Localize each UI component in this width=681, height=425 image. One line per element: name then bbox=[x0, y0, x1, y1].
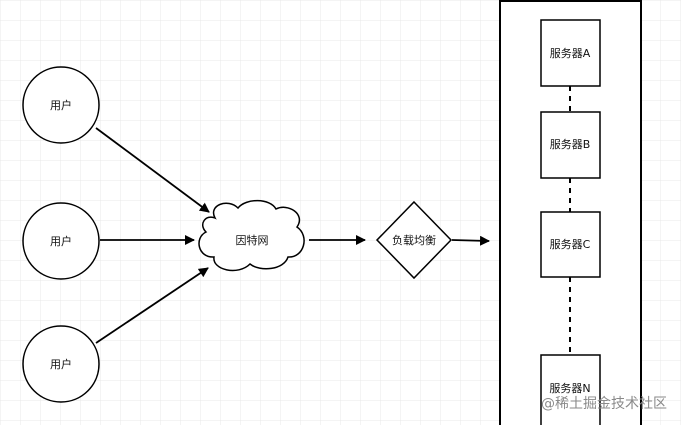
server-c-label: 服务器C bbox=[550, 238, 591, 251]
user-node-1: 用户 bbox=[22, 66, 100, 144]
watermark-text: @稀土掘金技术社区 bbox=[541, 396, 667, 412]
internet-label: 因特网 bbox=[236, 233, 269, 247]
edge-loadbalancer-servers bbox=[451, 235, 490, 246]
load-balancer-label: 负载均衡 bbox=[392, 233, 436, 247]
server-n-label: 服务器N bbox=[549, 382, 590, 395]
server-node-c: 服务器C bbox=[540, 211, 601, 278]
user-node-2: 用户 bbox=[22, 202, 100, 280]
user-node-1-label: 用户 bbox=[50, 98, 72, 112]
server-node-n: 服务器N bbox=[540, 354, 601, 425]
load-balancer-node: 负载均衡 bbox=[375, 200, 453, 280]
server-node-a: 服务器A bbox=[540, 19, 601, 87]
internet-cloud: 因特网 bbox=[198, 199, 305, 272]
server-a-label: 服务器A bbox=[550, 47, 591, 60]
user-node-2-label: 用户 bbox=[50, 234, 72, 248]
server-node-b: 服务器B bbox=[540, 111, 601, 179]
edge-user3-internet bbox=[95, 267, 209, 344]
edge-user1-internet bbox=[95, 127, 210, 213]
user-node-3-label: 用户 bbox=[50, 357, 72, 371]
user-node-3: 用户 bbox=[22, 325, 100, 403]
server-b-label: 服务器B bbox=[550, 138, 591, 151]
